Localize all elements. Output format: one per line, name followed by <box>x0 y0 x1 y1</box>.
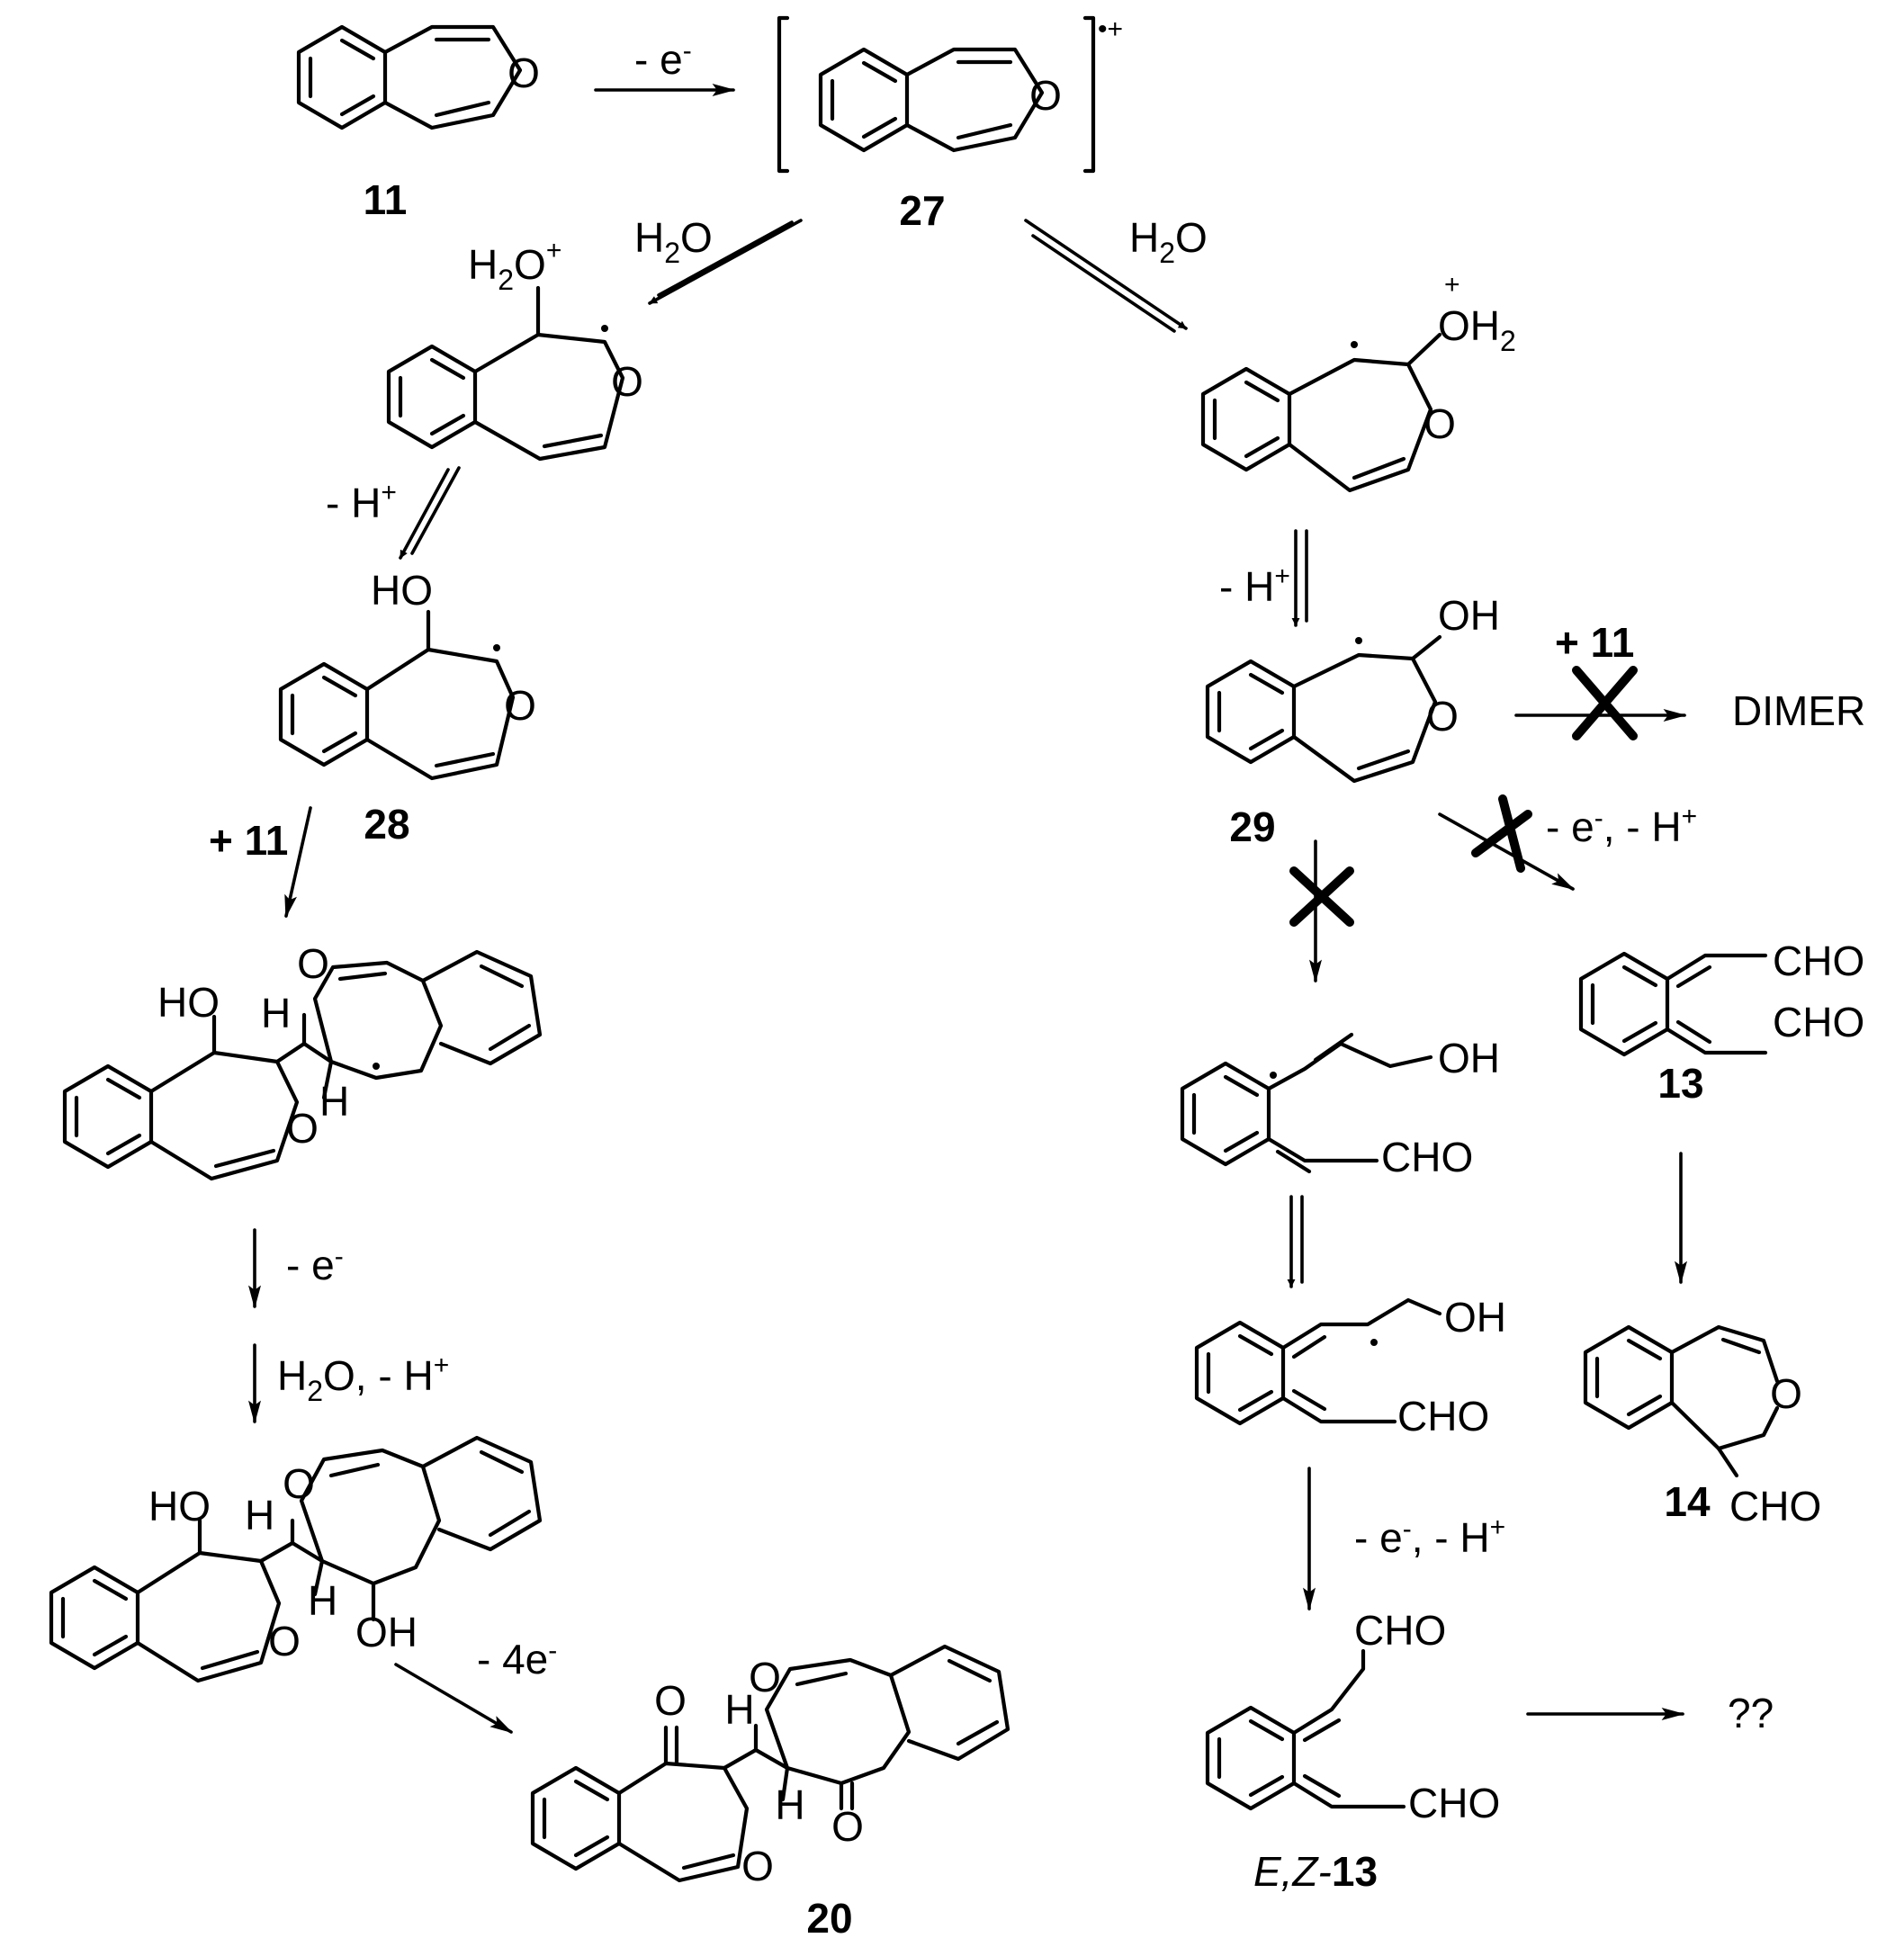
arrow-back-deprot-left <box>410 466 461 555</box>
arrow-29-to-13-blocked <box>1438 812 1576 891</box>
oxygen-label: O <box>1424 400 1456 447</box>
compound-14: O CHO 14 <box>1583 1324 1821 1530</box>
hydroxyl-label: OH <box>1438 592 1500 639</box>
oxygen-label: O <box>286 1105 319 1152</box>
hydroxyl-label: HO <box>157 979 220 1026</box>
aldehyde-label: CHO <box>1397 1393 1489 1440</box>
hydrogen-label: H <box>261 990 291 1036</box>
compound-28: O HO 28 <box>278 567 536 848</box>
hydrogen-label: H <box>319 1078 349 1125</box>
compound-27: O •+ 27 <box>777 14 1123 234</box>
compound-label-27: 27 <box>899 187 945 234</box>
condition-minus-e-2: - e- <box>286 1242 344 1288</box>
diol-dimer: HO H H OH O O <box>49 1435 543 1683</box>
hydrogen-label: H <box>308 1577 337 1624</box>
hydrogen-label: H <box>724 1686 754 1733</box>
compound-11: O 11 <box>296 24 540 223</box>
plus-sign: + <box>1444 270 1460 300</box>
hydroxyl-label: HO <box>148 1483 211 1530</box>
isomeric-radical: OH CHO <box>1194 1294 1506 1440</box>
condition-h2o-minus-hplus: H2O, - H+ <box>277 1350 449 1407</box>
hydroxyl-label: OH <box>1444 1294 1506 1341</box>
oxygen-label: O <box>504 682 536 729</box>
arrow-back-right <box>1031 234 1176 333</box>
hydroxyl-label: HO <box>371 567 433 614</box>
oxygen-label: O <box>1770 1370 1802 1417</box>
arrow-27-to-hydrated-left <box>648 219 803 305</box>
dimer-radical-intermediate: HO H H O O <box>62 940 543 1181</box>
compound-label-ez-13: E,Z-13 <box>1253 1848 1378 1895</box>
blocked-cross <box>1572 666 1638 740</box>
oxygen-label: O <box>741 1843 774 1889</box>
oxonium-label-right: OH2 <box>1438 302 1516 357</box>
aldehyde-label: CHO <box>1729 1483 1821 1530</box>
condition-minus-e-minus-hplus: - e-, - H+ <box>1354 1512 1505 1561</box>
arrow-back-left <box>657 220 794 297</box>
condition-minus-e: - e- <box>634 36 692 83</box>
aldehyde-label: CHO <box>1408 1780 1500 1826</box>
compound-13: CHO CHO 13 <box>1578 938 1864 1107</box>
oxonium-intermediate-right: O + OH2 <box>1200 270 1516 493</box>
compound-label-13: 13 <box>1657 1060 1703 1107</box>
arrow-deprotonation-left <box>399 468 450 560</box>
ring-opened-radical: OH CHO <box>1180 1032 1500 1180</box>
hydroxyl-label: OH <box>355 1609 418 1655</box>
oxygen-label: O <box>297 940 329 987</box>
compound-label-29: 29 <box>1229 803 1275 850</box>
arrow-27-to-hydrated-right <box>1024 219 1188 330</box>
condition-h2o-right: H2O <box>1129 214 1208 269</box>
aldehyde-label: CHO <box>1381 1134 1473 1180</box>
carbonyl-oxygen-label: O <box>654 1677 687 1724</box>
condition-minus-hplus-left: - H+ <box>326 478 397 526</box>
oxonium-intermediate-left: O H2O+ <box>386 236 643 462</box>
oxygen-label: O <box>1029 72 1062 119</box>
blocked-cross <box>1289 866 1354 927</box>
oxygen-label: O <box>1426 693 1459 740</box>
oxonium-label: H2O+ <box>468 236 561 296</box>
aldehyde-label: CHO <box>1773 938 1864 984</box>
product-dimer: DIMER <box>1732 687 1865 734</box>
hydrogen-label: H <box>775 1781 804 1828</box>
aldehyde-label: CHO <box>1773 999 1864 1045</box>
radical-cation-sign: •+ <box>1098 14 1123 44</box>
condition-plus-11-right: + 11 <box>1555 619 1634 666</box>
compound-label-20: 20 <box>806 1895 852 1942</box>
compound-29: O OH 29 <box>1205 592 1500 850</box>
product-unknown: ?? <box>1728 1690 1774 1736</box>
oxygen-label: O <box>611 358 643 405</box>
condition-minus-hplus-right: - H+ <box>1219 561 1290 610</box>
oxygen-label: O <box>268 1618 301 1664</box>
compound-label-28: 28 <box>364 801 409 848</box>
hydrogen-label: H <box>245 1492 274 1539</box>
oxygen-label: O <box>283 1460 315 1507</box>
compound-label-11: 11 <box>364 176 408 223</box>
oxygen-label: O <box>749 1654 781 1700</box>
oxygen-label: O <box>507 49 540 96</box>
carbonyl-oxygen-label: O <box>831 1803 864 1850</box>
condition-blocked-e-h: - e-, - H+ <box>1546 802 1697 850</box>
hydroxyl-label: OH <box>1438 1035 1500 1081</box>
compound-label-14: 14 <box>1664 1478 1711 1525</box>
compound-20: O O H H O O 20 <box>530 1644 1010 1942</box>
condition-minus-4e: - 4e- <box>477 1636 557 1682</box>
blocked-cross <box>1471 794 1532 873</box>
compound-ez-13: CHO CHO E,Z-13 <box>1205 1607 1500 1895</box>
condition-plus-11: + 11 <box>209 817 288 864</box>
condition-h2o-left: H2O <box>634 214 713 269</box>
aldehyde-label: CHO <box>1354 1607 1446 1654</box>
arrow-minus-4e <box>394 1663 514 1734</box>
arrow-28-plus-11 <box>284 806 312 919</box>
